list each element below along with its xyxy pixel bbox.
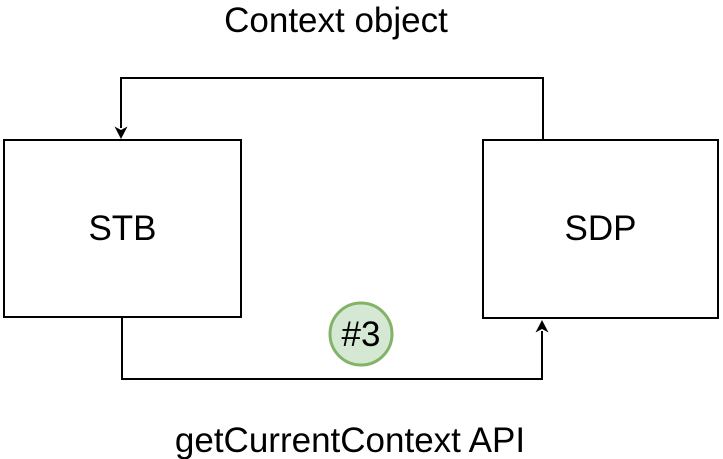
node-sdp-label: SDP xyxy=(564,209,637,248)
arrowhead-down-icon xyxy=(114,126,128,139)
node-stb: STB xyxy=(3,139,242,318)
connector-context-object xyxy=(120,77,544,139)
bottom-edge-label: getCurrentContext API xyxy=(174,421,526,459)
node-sdp: SDP xyxy=(482,139,719,319)
step-badge-label: #3 xyxy=(342,315,381,354)
step-badge-circle xyxy=(328,301,394,367)
connector-getcurrentcontext xyxy=(121,318,543,380)
node-stb-label: STB xyxy=(88,208,157,248)
top-edge-label: Context object xyxy=(224,1,448,40)
arrowhead-up-icon xyxy=(535,320,549,333)
